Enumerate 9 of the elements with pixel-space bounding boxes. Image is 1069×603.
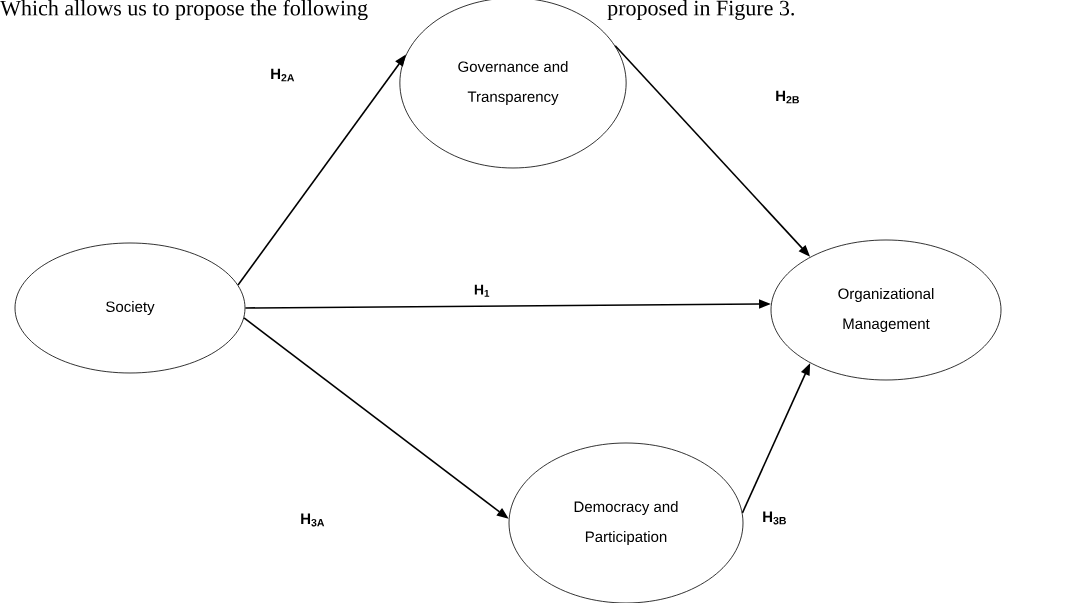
ellipse-node: Society <box>14 242 246 374</box>
text-line: proposed in Figure 3. <box>607 0 794 20</box>
hypothesis-label: H$_{3A}$ <box>301 513 325 527</box>
hypothesis-label: H$_{2A}$ <box>271 68 295 82</box>
text-line: Which allows us to propose the following <box>0 0 368 21</box>
hypothesis-label: H$_{2B}$ <box>776 90 799 104</box>
ellipse-node: Organizational Management <box>770 239 1002 381</box>
edge-label: H$_{1}$ <box>474 284 490 297</box>
hypothesis-label: H$_{3B}$ <box>763 511 786 525</box>
